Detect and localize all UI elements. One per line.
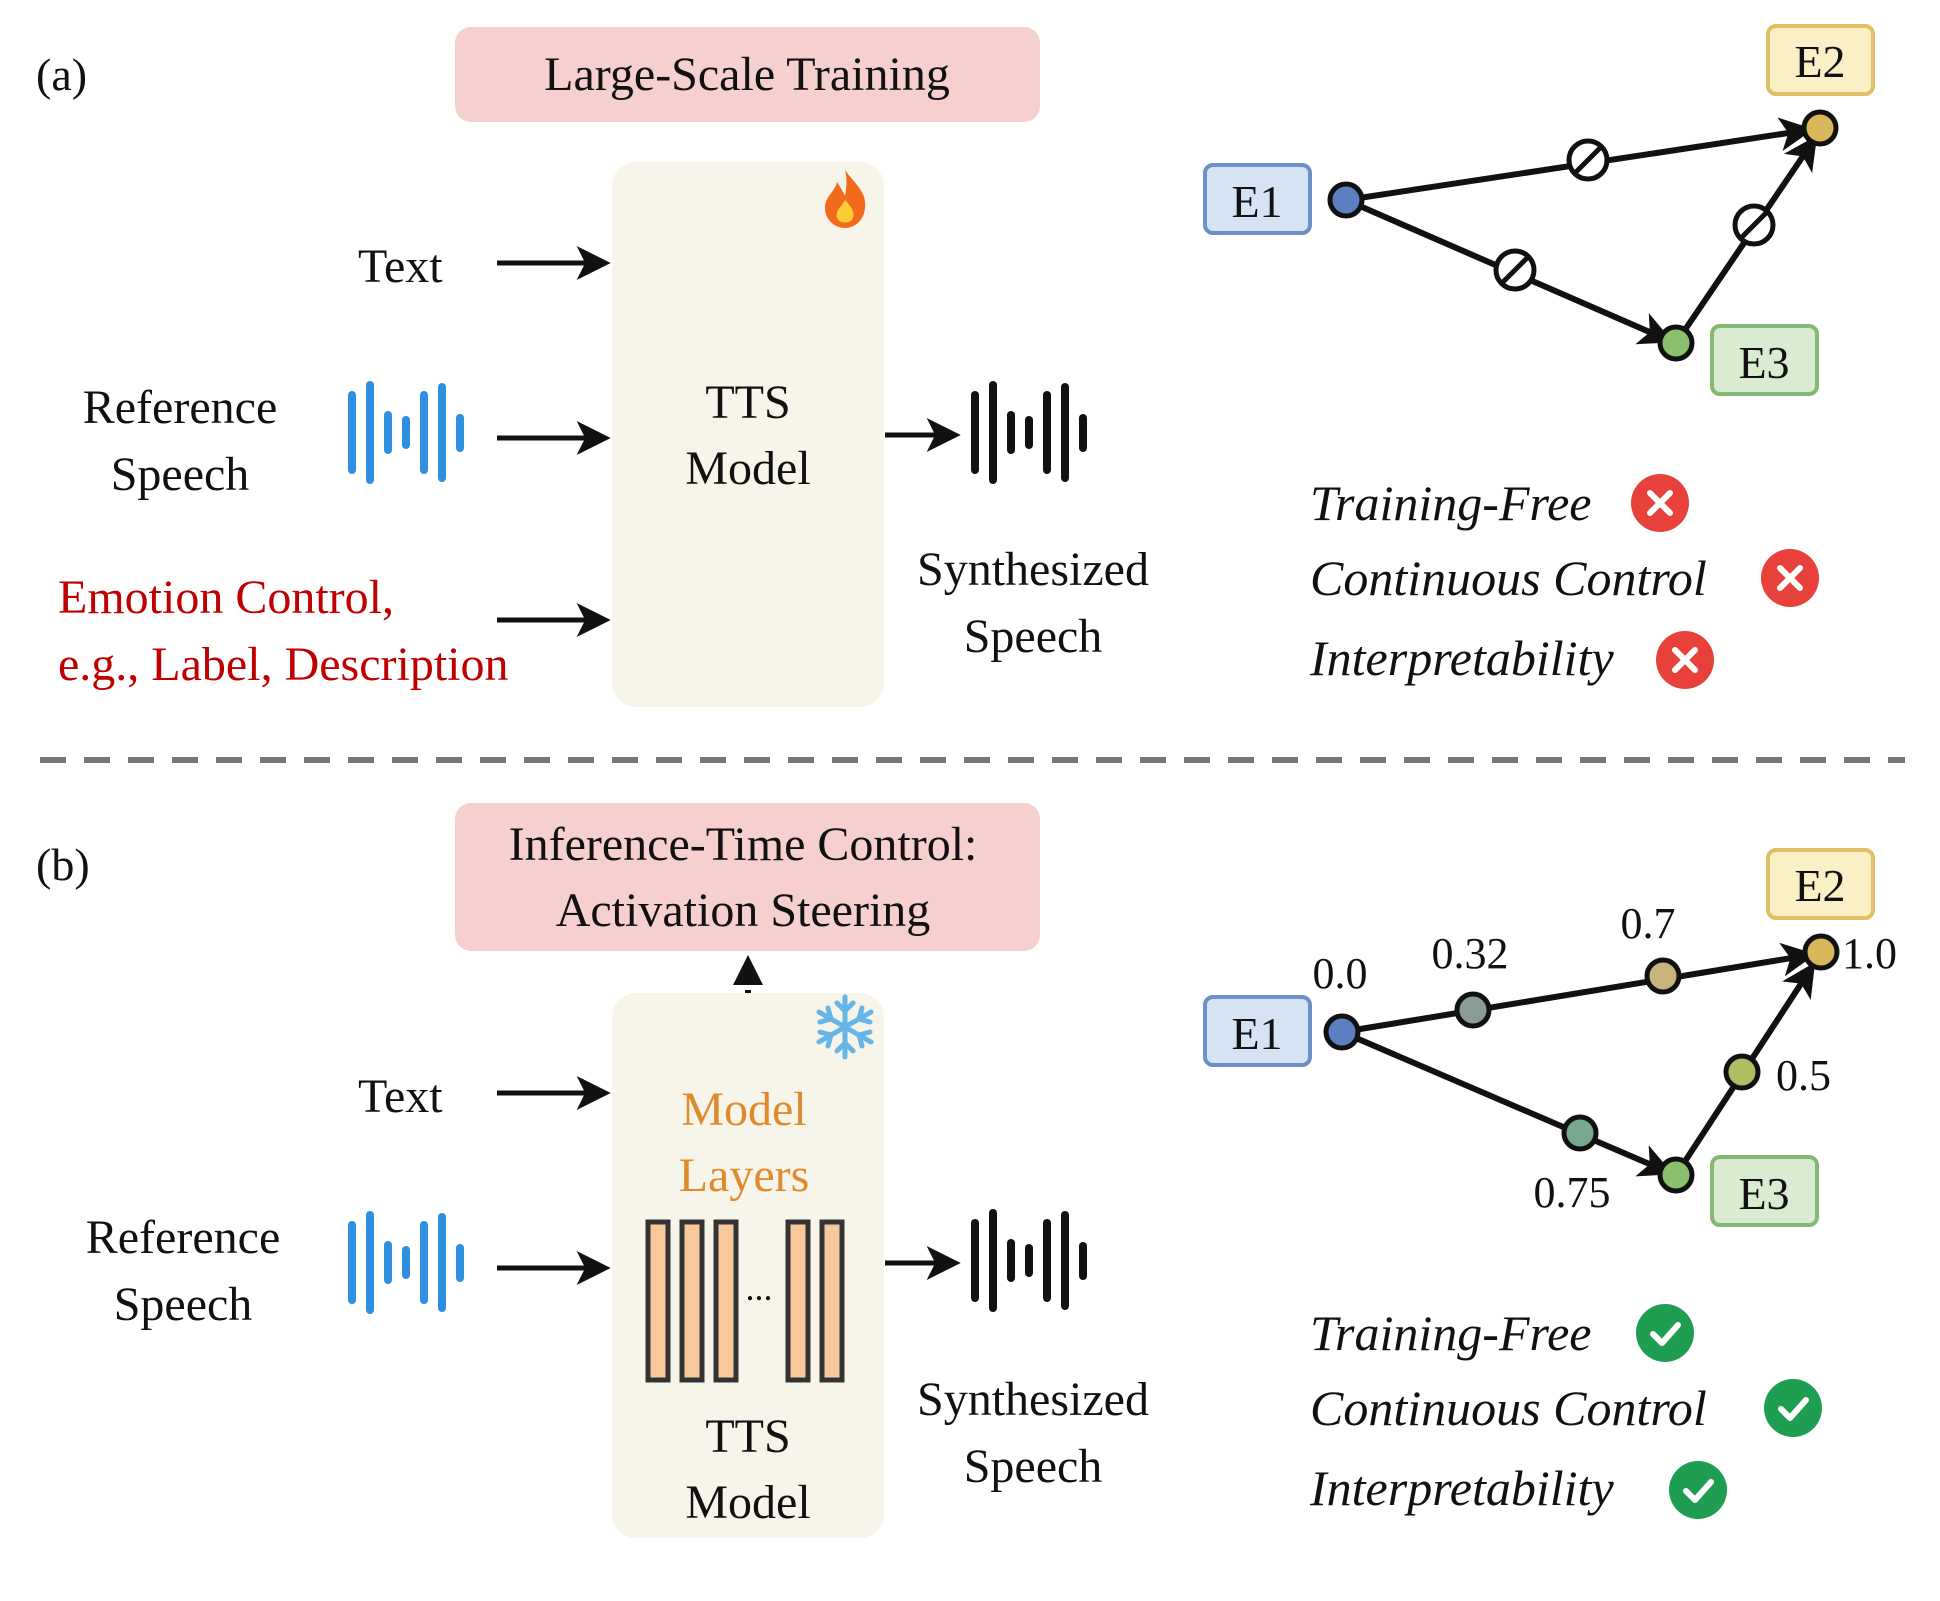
- emotion-control-label-line2: e.g., Label, Description: [58, 638, 509, 691]
- properties-b: Training-Free Continuous Control Interpr…: [1309, 1304, 1822, 1519]
- emotion-graph-b: E1 E2 E3 0.0 0.32 0.7 1.0 0.5 0.75: [1203, 848, 1897, 1227]
- reference-waveform-icon: [348, 1211, 464, 1314]
- node-e3-label: E3: [1738, 337, 1789, 388]
- property-training-free-b: Training-Free: [1310, 1305, 1591, 1361]
- training-banner: [455, 27, 1040, 122]
- node-e2-dot: [1801, 109, 1839, 147]
- synthesized-speech-b-line1: Synthesized: [917, 1373, 1149, 1426]
- property-interpretability: Interpretability: [1309, 630, 1614, 686]
- reference-speech-label-line2: Speech: [111, 448, 250, 501]
- node-e2-box: [1766, 24, 1875, 96]
- synthesized-speech-label-line1: Synthesized: [917, 543, 1149, 596]
- reference-speech-label-line1: Reference: [83, 381, 278, 434]
- emotion-graph-a: E1 E2 E3: [1203, 24, 1875, 396]
- cross-circle-icon: [1631, 474, 1689, 532]
- property-continuous-control: Continuous Control: [1310, 550, 1707, 606]
- node-e3-box-b: [1710, 1155, 1819, 1227]
- value-0-5: 0.5: [1776, 1051, 1831, 1100]
- no-entry-icon: [1566, 138, 1610, 182]
- value-0-32: 0.32: [1432, 929, 1509, 978]
- tts-model-label-line1: TTS: [705, 376, 790, 429]
- reference-speech-b-line2: Speech: [114, 1278, 253, 1331]
- layer-block: [645, 1219, 671, 1383]
- cross-circle-icon: [1656, 631, 1714, 689]
- layer-block: [679, 1219, 705, 1383]
- panel-a: (a) Large-Scale Training TTS Model Text …: [36, 24, 1875, 707]
- node-e1-dot-b: [1323, 1013, 1361, 1051]
- properties-a: Training-Free Continuous Control Interpr…: [1309, 474, 1819, 689]
- node-e1-label: E1: [1231, 176, 1282, 227]
- snowflake-icon: [816, 994, 874, 1060]
- interp-point-0-5: [1723, 1053, 1761, 1091]
- node-e2-label: E2: [1794, 36, 1845, 87]
- emotion-control-label-line1: Emotion Control,: [58, 571, 394, 624]
- layer-block: [713, 1219, 739, 1383]
- synthesized-waveform-icon: [971, 1209, 1087, 1312]
- text-input-label-b: Text: [358, 1070, 443, 1123]
- property-interpretability-b: Interpretability: [1309, 1460, 1614, 1516]
- edge-e1-e2-b: [1341, 942, 1816, 1035]
- model-layers-label-line2: Layers: [679, 1149, 810, 1202]
- check-circle-icon: [1669, 1461, 1727, 1519]
- value-0-75: 0.75: [1534, 1168, 1611, 1217]
- node-e2-box-b: [1766, 848, 1875, 920]
- layer-block: [819, 1219, 845, 1383]
- synthesized-speech-label-line2: Speech: [964, 610, 1103, 663]
- value-e1: 0.0: [1313, 949, 1368, 998]
- value-0-7: 0.7: [1621, 899, 1676, 948]
- panel-a-label: (a): [36, 49, 87, 100]
- check-circle-icon: [1764, 1379, 1822, 1437]
- reference-waveform-icon: [348, 381, 464, 484]
- property-training-free: Training-Free: [1310, 475, 1591, 531]
- node-e1-box-b: [1203, 995, 1312, 1067]
- check-circle-icon: [1636, 1304, 1694, 1362]
- edge-e1-e3-b: [1340, 1029, 1674, 1177]
- property-continuous-control-b: Continuous Control: [1310, 1380, 1707, 1436]
- layer-block: [785, 1219, 811, 1383]
- steering-banner-line1: Inference-Time Control:: [509, 818, 978, 871]
- panel-b-label: (b): [36, 839, 90, 890]
- synthesized-speech-b-line2: Speech: [964, 1440, 1103, 1493]
- cross-circle-icon: [1761, 549, 1819, 607]
- text-input-label: Text: [358, 240, 443, 293]
- node-e2-label-b: E2: [1794, 860, 1845, 911]
- node-e1-label-b: E1: [1231, 1008, 1282, 1059]
- node-e1-dot: [1327, 181, 1365, 219]
- steering-banner: [455, 803, 1040, 951]
- node-e1-box: [1203, 163, 1312, 235]
- panel-b: (b) Inference-Time Control: Activation S…: [36, 803, 1897, 1538]
- tts-model-b-label-line1: TTS: [705, 1410, 790, 1463]
- training-banner-text: Large-Scale Training: [544, 48, 950, 101]
- reference-speech-b-line1: Reference: [86, 1211, 281, 1264]
- model-layers: ...: [645, 1219, 845, 1383]
- steering-arrow-up: [733, 955, 763, 985]
- tts-model-label-line2: Model: [685, 442, 810, 495]
- tts-model-box: [612, 162, 884, 707]
- node-e3-dot: [1657, 324, 1695, 362]
- interp-point-0-7: [1644, 957, 1682, 995]
- model-layers-label-line1: Model: [681, 1083, 806, 1136]
- node-e3-label-b: E3: [1738, 1168, 1789, 1219]
- no-entry-icon: [1732, 203, 1776, 247]
- node-e2-dot-b: [1802, 933, 1840, 971]
- node-e3-dot-b: [1657, 1156, 1695, 1194]
- fire-icon: [825, 170, 866, 228]
- no-entry-icon: [1493, 248, 1537, 292]
- interp-point-0-75: [1561, 1114, 1599, 1152]
- steering-banner-line2: Activation Steering: [556, 884, 931, 937]
- tts-model-box-frozen: [612, 993, 884, 1538]
- value-e2: 1.0: [1842, 929, 1897, 978]
- node-e3-box: [1710, 324, 1819, 396]
- tts-model-b-label-line2: Model: [685, 1476, 810, 1529]
- synthesized-waveform-icon: [971, 381, 1087, 484]
- layers-ellipsis: ...: [746, 1268, 773, 1308]
- interp-point-0-32: [1454, 991, 1492, 1029]
